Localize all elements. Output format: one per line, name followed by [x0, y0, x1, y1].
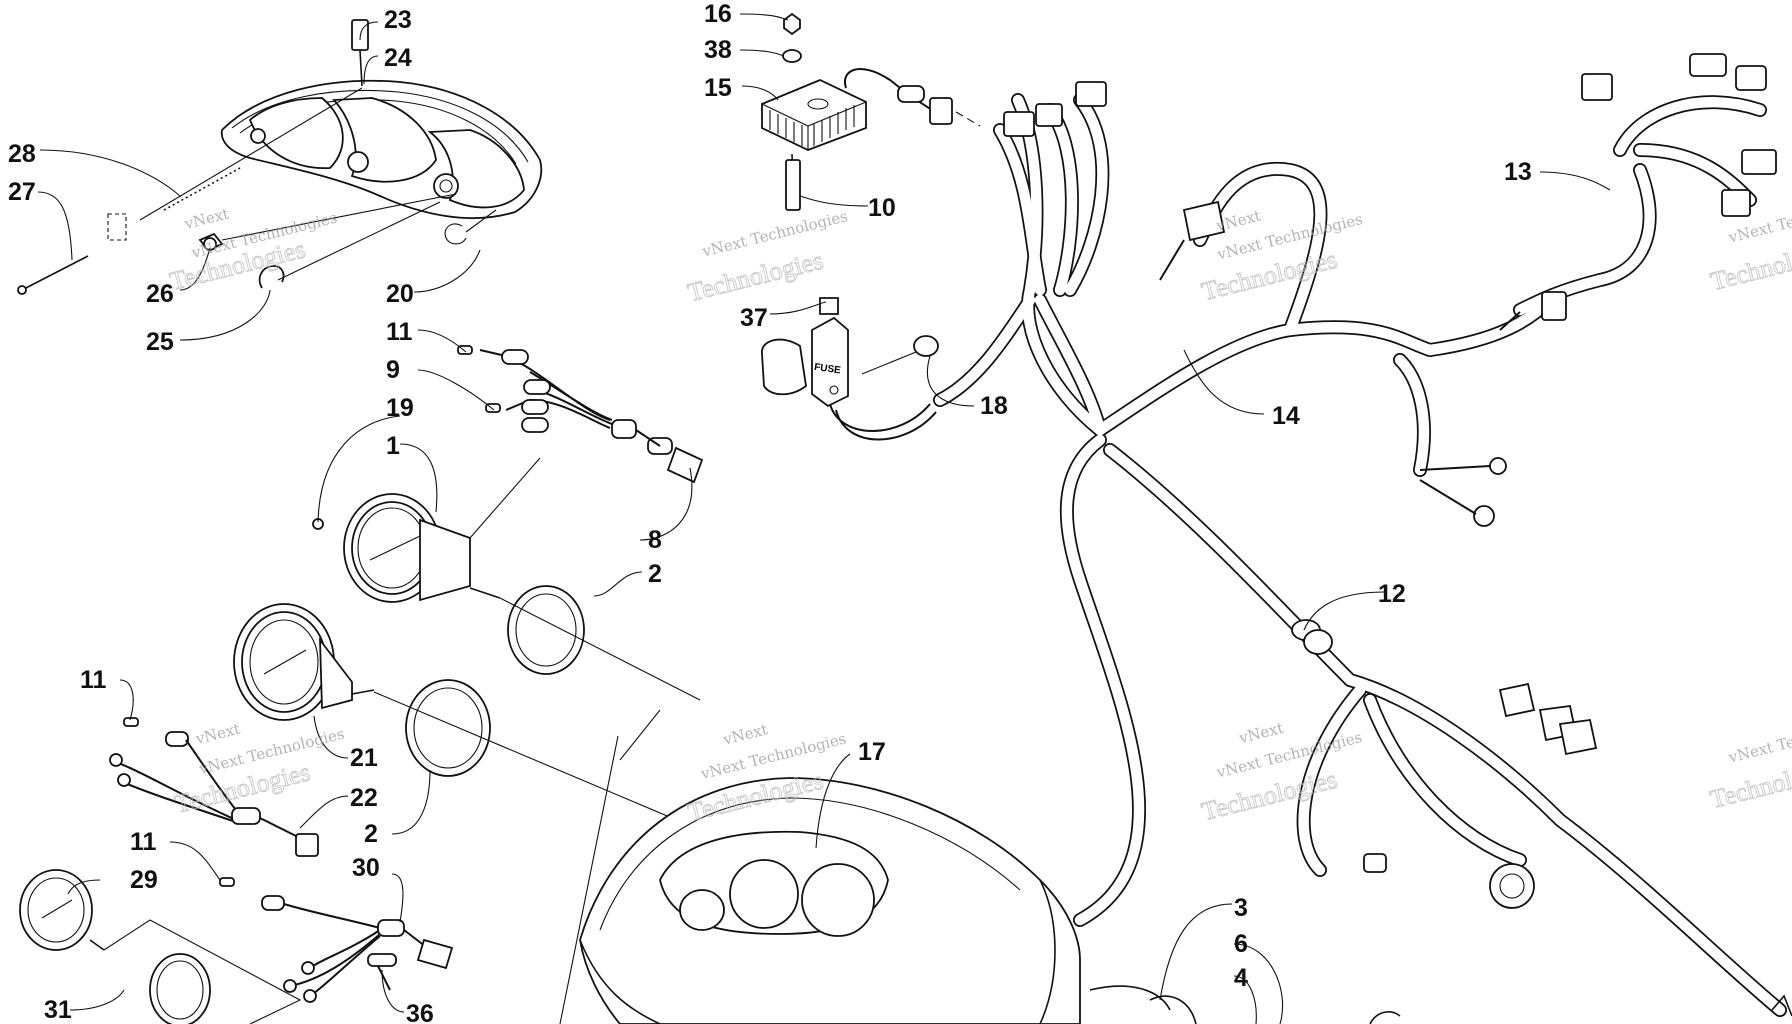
- svg-text:vNext Technologies: vNext Technologies: [700, 207, 850, 261]
- part-label-29: 29: [130, 866, 158, 894]
- part-label-11: 11: [386, 318, 413, 346]
- gauge-1: [312, 457, 701, 701]
- part-label-16: 16: [704, 0, 732, 28]
- svg-text:vNext Technologies: vNext Technologies: [1214, 728, 1364, 782]
- part-label-24: 24: [384, 44, 412, 72]
- part-label-14: 14: [1272, 402, 1300, 430]
- gauge-harness-middle: [109, 717, 319, 857]
- part-label-11-b: 11: [80, 666, 107, 694]
- part-label-20: 20: [386, 280, 414, 308]
- main-wiring-harness: [933, 53, 1792, 1017]
- svg-text:vNext: vNext: [182, 205, 231, 234]
- fuse-text: FUSE: [813, 362, 841, 377]
- part-label-36: 36: [406, 1000, 434, 1024]
- part-label-22: 22: [350, 784, 378, 812]
- part-label-9: 9: [386, 356, 400, 384]
- part-label-27: 27: [8, 178, 36, 206]
- part-label-18: 18: [980, 392, 1008, 420]
- gauge-3: [19, 869, 302, 1024]
- part-label-10: 10: [868, 194, 896, 222]
- part-label-2-b: 2: [364, 820, 378, 848]
- regulator: [761, 12, 981, 211]
- part-label-19: 19: [386, 394, 414, 422]
- dash-panel: [559, 709, 1401, 1024]
- part-label-21: 21: [350, 744, 378, 772]
- part-label-15: 15: [704, 74, 732, 102]
- fuse-holder: FUSE: [761, 297, 939, 441]
- part-label-8: 8: [648, 526, 662, 554]
- part-label-28: 28: [8, 140, 36, 168]
- part-label-37: 37: [740, 304, 768, 332]
- part-label-1: 1: [386, 432, 400, 460]
- gauge-harness-lower: [219, 877, 454, 1003]
- svg-text:vNext Technologies: vNext Technologies: [698, 729, 848, 783]
- part-label-25: 25: [146, 328, 174, 356]
- part-label-6: 6: [1234, 930, 1248, 958]
- part-label-2: 2: [648, 560, 662, 588]
- svg-text:vNext Technologies: vNext Technologies: [1726, 713, 1792, 767]
- gauge-harness-upper: [457, 345, 704, 484]
- part-label-4: 4: [1234, 964, 1248, 992]
- part-label-13: 13: [1504, 158, 1532, 186]
- part-label-23: 23: [384, 6, 412, 34]
- part-label-26: 26: [146, 280, 174, 308]
- part-label-38: 38: [704, 36, 732, 64]
- svg-text:vNext: vNext: [1236, 719, 1285, 748]
- svg-text:vNext: vNext: [721, 720, 770, 749]
- part-labels: 23 24 28 27 26 25 20 11 9 19 1 8 2 11 21…: [8, 0, 1532, 1024]
- svg-text:Technologies: Technologies: [1708, 234, 1792, 296]
- svg-text:vNext: vNext: [193, 720, 242, 749]
- part-label-3: 3: [1234, 894, 1248, 922]
- leader-lines: [37, 13, 1611, 1024]
- part-label-11-c: 11: [130, 828, 157, 856]
- part-label-12: 12: [1378, 580, 1406, 608]
- part-label-30: 30: [352, 854, 380, 882]
- part-label-31: 31: [44, 996, 72, 1024]
- part-label-17: 17: [858, 738, 886, 766]
